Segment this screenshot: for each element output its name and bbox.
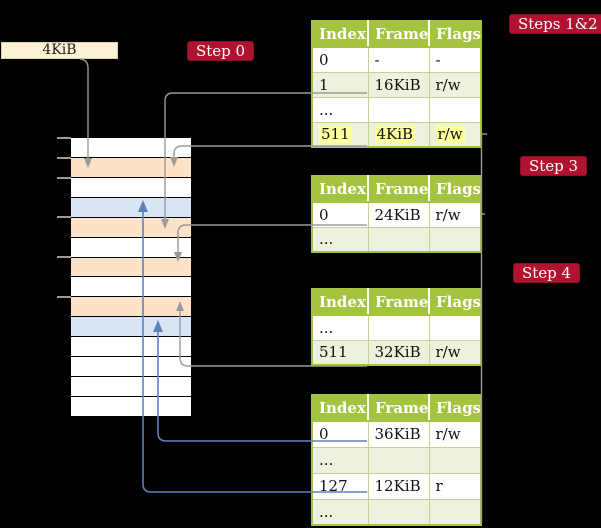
highlighted-value: 4KiB: [374, 125, 416, 144]
step-3-badge: Step 3: [520, 156, 588, 176]
column-header: Flags: [428, 395, 481, 422]
column-header: Flags: [428, 21, 481, 48]
memory-tick: [57, 256, 71, 258]
table-cell: 12KiB: [367, 472, 430, 500]
table-row: ...: [311, 446, 482, 474]
table-cell: 4KiB: [367, 121, 430, 148]
memory-frame-row-free: [71, 138, 191, 157]
table-cell: ...: [311, 226, 369, 253]
column-header: Index: [312, 176, 368, 203]
highlighted-value: 511: [319, 125, 352, 144]
table-cell: [428, 446, 482, 474]
table-row: ...: [311, 498, 482, 526]
step-4-badge: Step 4: [513, 263, 581, 283]
column-header: Flags: [428, 176, 481, 203]
highlighted-value: r/w: [435, 125, 465, 144]
physical-memory-column: [71, 138, 191, 416]
table-cell: 127: [311, 472, 369, 500]
table-cell: [367, 314, 430, 341]
table-cell: -: [428, 46, 482, 73]
memory-frame-row-page-table: [71, 256, 191, 277]
column-header: Index: [312, 395, 368, 422]
table-cell: ...: [311, 446, 369, 474]
memory-tick: [57, 177, 71, 179]
column-header: Frame: [367, 21, 429, 48]
table-cell: r/w: [428, 420, 482, 448]
table-cell: r/w: [428, 339, 482, 366]
table-cell: 32KiB: [367, 339, 430, 366]
table-cell: r/w: [428, 71, 482, 98]
step-0-badge: Step 0: [187, 41, 255, 61]
table-row: 511 4KiB r/w: [311, 121, 482, 148]
memory-tick: [57, 137, 71, 139]
table-cell: r: [428, 472, 482, 500]
table-cell: r/w: [428, 201, 482, 228]
table-cell: [367, 498, 430, 526]
memory-frame-row-page-table: [71, 296, 191, 317]
table-cell: [428, 498, 482, 526]
memory-frame-row-mapped-page: [71, 316, 191, 337]
memory-frame-row-free: [71, 395, 191, 416]
memory-frame-row-page-table: [71, 156, 191, 177]
memory-frame-row-page-table: [71, 216, 191, 237]
table-cell: 16KiB: [367, 71, 430, 98]
table-cell: -: [367, 46, 430, 73]
memory-tick: [57, 216, 71, 218]
memory-frame-row-free: [71, 176, 191, 197]
table-cell: r/w: [428, 121, 482, 148]
memory-frame-row-free: [71, 236, 191, 257]
column-header: Index: [312, 21, 368, 48]
frame-address-label: 4KiB: [1, 42, 118, 59]
table-cell: 0: [311, 201, 369, 228]
column-header: Index: [312, 289, 368, 316]
memory-frame-row-mapped-page: [71, 196, 191, 217]
table-cell: [367, 446, 430, 474]
table-cell: 511: [311, 339, 369, 366]
table-cell: ...: [311, 96, 369, 123]
memory-frame-row-free: [71, 376, 191, 396]
table-row: 0--: [311, 46, 482, 73]
memory-frame-row-free: [71, 336, 191, 357]
table-cell: 0: [311, 420, 369, 448]
column-header: Frame: [367, 176, 429, 203]
table-cell: [367, 226, 430, 253]
memory-frame-row-free: [71, 276, 191, 297]
table-row: ...: [311, 314, 482, 341]
steps-1-2-badge: Steps 1&2: [509, 14, 601, 34]
table-cell: 24KiB: [367, 201, 430, 228]
column-header: Frame: [367, 289, 429, 316]
table-row: ...: [311, 96, 482, 123]
column-header: Frame: [367, 395, 429, 422]
table-cell: ...: [311, 498, 369, 526]
table-cell: [367, 96, 430, 123]
memory-frame-row-free: [71, 356, 191, 377]
table-row: ...: [311, 226, 482, 253]
table-cell: [428, 314, 482, 341]
memory-tick: [57, 296, 71, 298]
column-header: Flags: [428, 289, 481, 316]
table-cell: 0: [311, 46, 369, 73]
table-cell: 511: [311, 121, 369, 148]
table-cell: 1: [311, 71, 369, 98]
table-cell: [428, 96, 482, 123]
table-cell: [428, 226, 482, 253]
table-cell: ...: [311, 314, 369, 341]
table-cell: 36KiB: [367, 420, 430, 448]
memory-tick: [57, 157, 71, 159]
